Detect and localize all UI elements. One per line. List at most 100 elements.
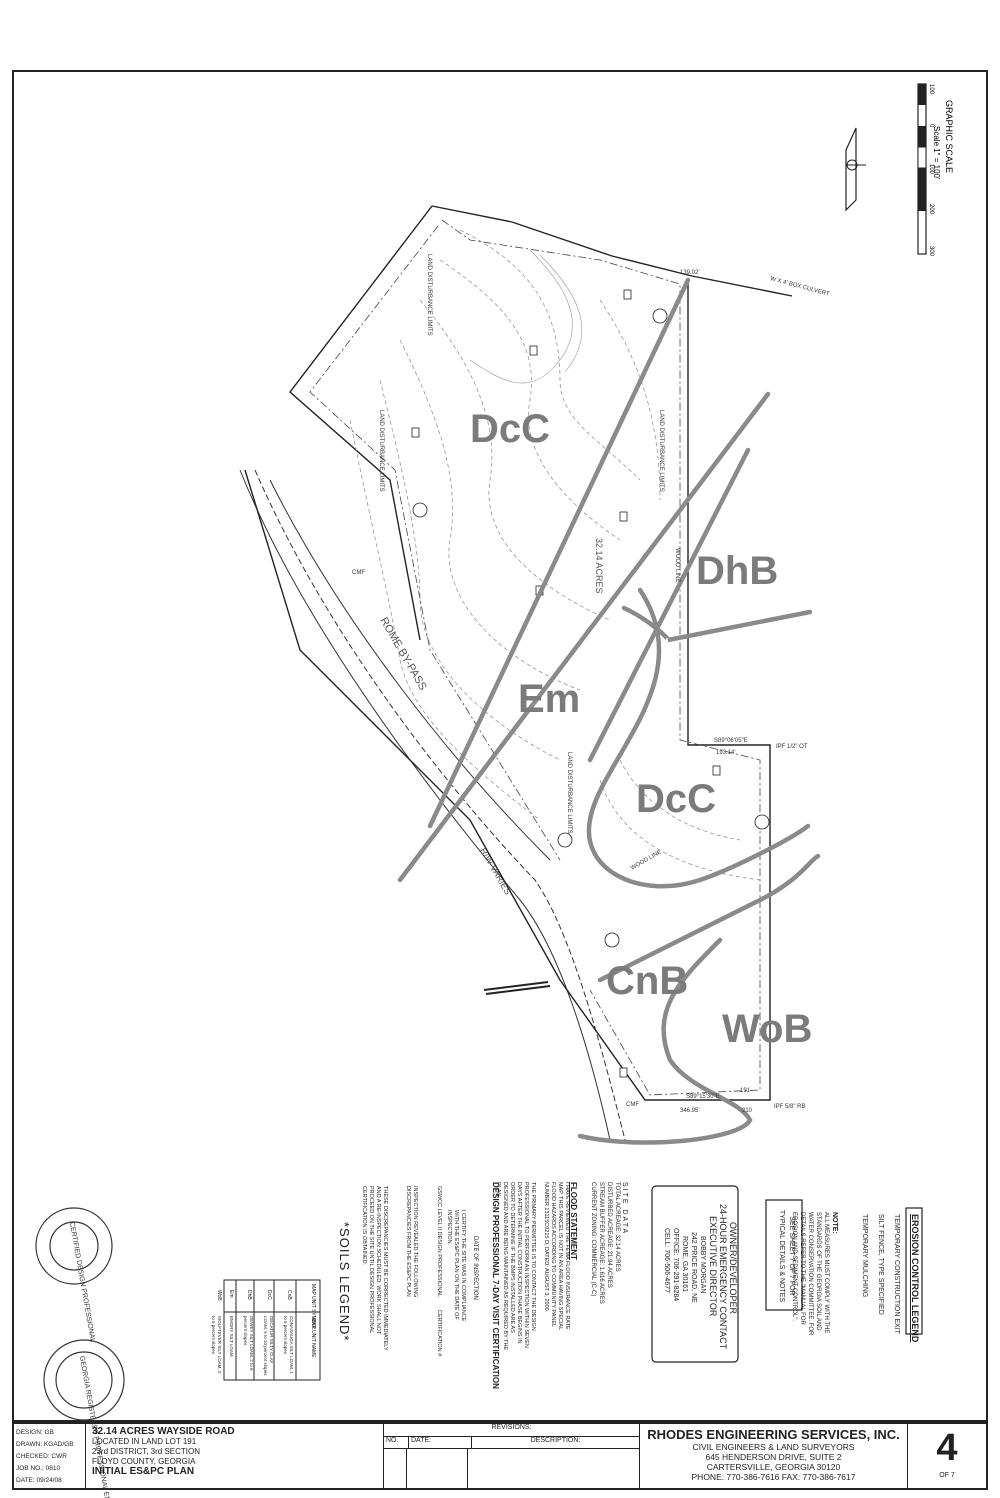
distance-label: 346.95' — [680, 1108, 700, 1114]
bearing-label: S89°15'30"E — [686, 1094, 720, 1100]
soils-cell: DECATUR SILTY CLAY LOAM, 6 to 10 percent… — [263, 1316, 274, 1376]
cmf-label: CMF — [626, 1102, 639, 1108]
distance-label: 139.02' — [680, 270, 700, 276]
soil-label: CnB — [606, 959, 688, 1003]
ld-label: LAND DISTURBANCE LIMITS — [658, 410, 664, 492]
note-text: ALL MEASURES MUST COMPLY WITH THE STANDA… — [791, 1212, 829, 1336]
soils-cell: WoB — [216, 1290, 222, 1301]
soil-label: Em — [518, 677, 580, 721]
ld-label: LAND DISTURBANCE LIMITS — [566, 752, 572, 834]
soils-cell: DcC — [266, 1290, 272, 1300]
soils-cell: Em — [228, 1290, 234, 1298]
construction-exit-markers — [412, 308, 770, 948]
cmf-label: CMF — [352, 570, 365, 576]
graphic-scale: GRAPHIC SCALE Scale 1" = 100' 100 0 100 … — [917, 83, 954, 257]
land-lot-label: 191 — [740, 1088, 751, 1094]
svg-text:CERTIFIED DESIGN PROFESSIONAL: CERTIFIED DESIGN PROFESSIONAL — [68, 1221, 96, 1342]
site-data-line: TOTAL ACREAGE: 32.14 ACRES — [614, 1182, 620, 1272]
title-block: DESIGN: GB DRAWN: KGAD/GB CHECKED: CWR J… — [12, 1422, 988, 1490]
scale-tick: 200 — [928, 204, 934, 215]
legend-item: SILT FENCE, TYPE SPECIFIED — [877, 1214, 884, 1315]
drafter-info: DESIGN: GB DRAWN: KGAD/GB CHECKED: CWR J… — [14, 1424, 86, 1488]
site-data-title: SITE DATA — [621, 1182, 628, 1236]
see-sheet-box — [765, 1199, 803, 1311]
cdp-stamp: CERTIFIED DESIGN PROFESSIONAL — [35, 1207, 113, 1343]
spot-grade-lines — [469, 249, 583, 384]
project-info: 32.14 ACRES WAYSIDE ROAD LOCATED IN LAND… — [86, 1424, 384, 1488]
soils-header: MAP UNIT NAME — [310, 1318, 316, 1358]
ipf-label: IPF 1/2" OT — [776, 744, 808, 750]
site-data-line: CURRENT ZONING: COMMERCIAL (C-C) — [590, 1182, 596, 1297]
erosion-legend-title: EROSION CONTROL LEGEND — [910, 1214, 920, 1343]
scale-tick: 300 — [928, 246, 934, 257]
road — [239, 469, 626, 1141]
plan-name: INITIAL ES&PC PLAN — [92, 1466, 195, 1477]
project-name: 32.14 ACRES WAYSIDE ROAD — [92, 1426, 235, 1437]
soils-cell: DhB — [246, 1290, 252, 1300]
cert-line: CERTIFICATION # — [436, 1310, 442, 1357]
land-disturbance-limits — [309, 219, 761, 1096]
sheet-total: OF 7 — [939, 1472, 955, 1479]
soils-cell: CONASAUGA SILT LOAM, 1 to 6 percent slop… — [283, 1316, 294, 1374]
scale-title: GRAPHIC SCALE — [944, 100, 954, 173]
soils-legend-title: *SOILS LEGEND* — [337, 1222, 352, 1342]
soil-label: DcC — [636, 777, 716, 821]
bearing-label: S89°06'05"E — [714, 738, 748, 744]
site-data-line: STREAM BUFFER ACREAGE: 1.616 ACRES — [598, 1182, 604, 1304]
erosion-legend-box — [905, 1207, 923, 1335]
owner-line: 242 PRICE ROAD, NE — [690, 1232, 697, 1303]
revisions-block: REVISIONS: NO. DATE: DESCRIPTION: — [384, 1424, 640, 1488]
scale-subtitle: Scale 1" = 100' — [932, 126, 941, 180]
soil-label: DcC — [470, 407, 550, 451]
scale-tick: 100 — [928, 84, 934, 95]
legend-item: TEMPORARY MULCHING — [861, 1214, 868, 1298]
legend-item: TEMPORARY CONSTRUCTION EXIT — [893, 1214, 900, 1334]
ipf-label: IPF 5/8" RB — [774, 1104, 805, 1110]
soil-label: DhB — [696, 549, 778, 593]
flood-title: FLOOD STATEMENT — [569, 1182, 578, 1260]
distance-label: 193.14' — [716, 750, 736, 756]
road-label: ROME BY-PASS — [377, 616, 428, 693]
design-pro-text: THE PRIMARY PERMITTEE IS TO CONTACT THE … — [495, 1182, 536, 1351]
owner-line: OFFICE: 706-291-8284 — [672, 1228, 679, 1302]
note-title: NOTE: — [831, 1212, 838, 1234]
contour-lines — [349, 229, 761, 881]
sheet-number-block: 4 OF 7 — [908, 1424, 986, 1488]
soils-cell: WOLFTEVER SILT LOAM, 2 to 6 percent slop… — [211, 1316, 222, 1374]
ld-label: LAND DISTURBANCE LIMITS — [426, 254, 432, 336]
soil-boundaries — [397, 277, 821, 1145]
property-boundary — [244, 205, 793, 1101]
soil-label: WoB — [722, 1007, 812, 1051]
cert-line: INSPECTION REVEALED THE FOLLOWING DISCRE… — [405, 1186, 418, 1298]
soils-legend-table — [223, 1279, 321, 1381]
north-arrow-icon — [845, 127, 866, 212]
wood-line-label: WOOD LINE — [630, 849, 663, 871]
culvert-label: W X 4' BOX CULVERT — [769, 276, 830, 298]
cert-line: THESE DISCREPANCIES MUST BE CORRECTED IM… — [361, 1186, 388, 1351]
cert-line: DATE OF INSPECTION — [472, 1236, 478, 1300]
rw-label: R/W VARIES — [478, 846, 513, 896]
sheet-number: 4 — [936, 1427, 958, 1469]
flood-text: I HAVE REVIEWED THE FEMA FLOOD INSURANCE… — [543, 1182, 570, 1330]
see-sheet-note: SEE SHEET 7 OF 7 FOR TYPICAL DETAILS & N… — [778, 1209, 795, 1303]
soils-cell: CnB — [286, 1290, 292, 1300]
ld-label: LAND DISTURBANCE LIMITS — [378, 410, 384, 492]
owner-line: ROME, GA 30161 — [681, 1236, 688, 1293]
box-culvert — [483, 981, 551, 995]
cert-line: GSWCC LEVEL II DESIGN PROFESSIONAL — [436, 1186, 442, 1298]
scale-tick: 0 — [928, 124, 934, 128]
firm-block: RHODES ENGINEERING SERVICES, INC. CIVIL … — [640, 1424, 908, 1488]
land-lot-label: 210 — [742, 1108, 753, 1114]
acreage-label: 32.14 ACRES — [594, 538, 604, 594]
soils-cell: EMORY SILT LOAM — [229, 1316, 234, 1357]
owner-title: OWNER/DEVELOPER — [728, 1222, 738, 1315]
owner-box — [651, 1185, 739, 1363]
wood-line-label: WOOD LINE — [674, 548, 680, 582]
scale-tick: 100 — [928, 164, 934, 175]
drawing-sheet — [12, 70, 988, 1422]
site-data-line: DISTURBED ACREAGE: 21.94 ACRES — [606, 1182, 612, 1288]
firm-name: RHODES ENGINEERING SERVICES, INC. — [647, 1427, 900, 1442]
owner-title: 24-HOUR EMERGENCY CONTACT — [718, 1204, 728, 1350]
owner-title: EXECUTIVE DIRECTOR — [708, 1216, 718, 1317]
